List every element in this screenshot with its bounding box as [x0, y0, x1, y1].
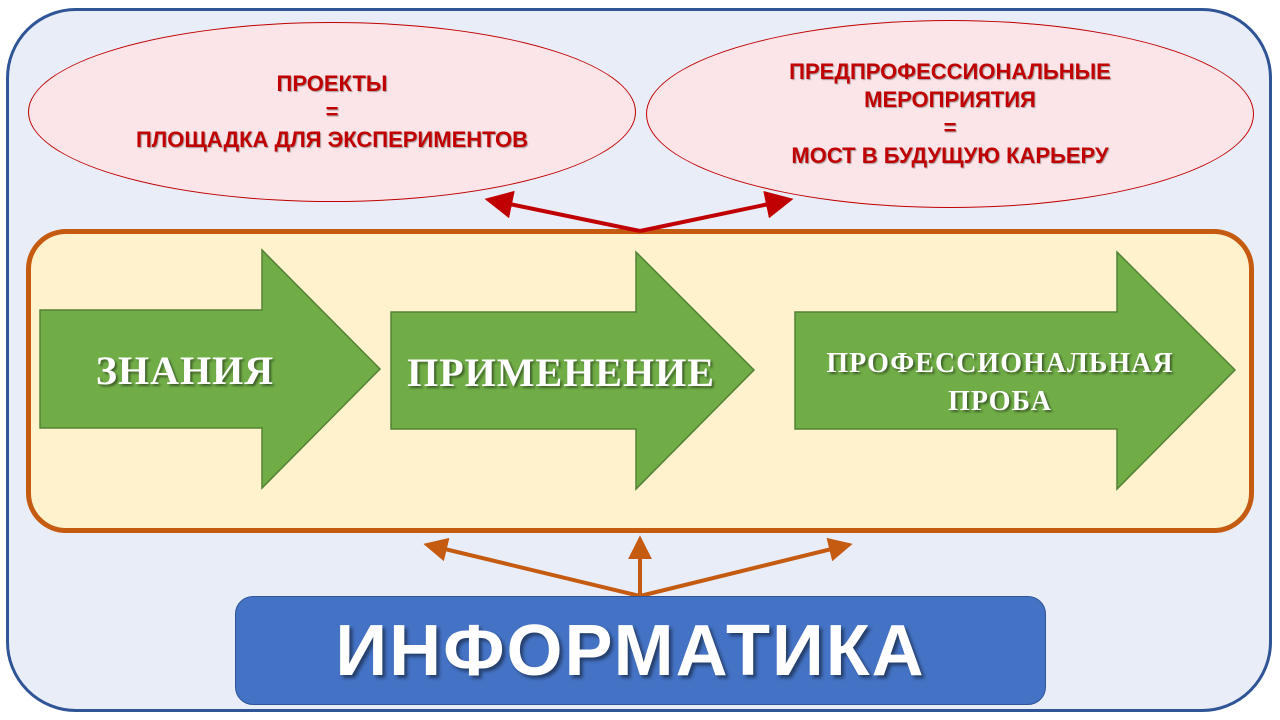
- connector-to-events: [639, 190, 794, 233]
- stage-arrow-professional-test: [794, 250, 1237, 491]
- connector-left: [423, 537, 641, 598]
- top-connector: [484, 190, 794, 233]
- stage-arrow-knowledge: [39, 248, 382, 490]
- stage-label-knowledge: ЗНАНИЯ: [40, 340, 330, 400]
- events-description: МОСТ В БУДУЩУЮ КАРЬЕРУ: [791, 143, 1109, 168]
- projects-equals: =: [325, 99, 339, 124]
- events-equals: =: [943, 115, 957, 140]
- stage-professional-test-line1: ПРОФЕССИОНАЛЬНАЯ: [826, 348, 1174, 379]
- bottom-connector: [423, 535, 853, 598]
- informatics-label: ИНФОРМАТИКА: [335, 610, 926, 691]
- stage-label-application: ПРИМЕНЕНИЕ: [391, 342, 731, 402]
- stage-knowledge-text: ЗНАНИЯ: [95, 347, 275, 393]
- stage-arrow-application: [390, 250, 756, 491]
- projects-ellipse: ПРОЕКТЫ = ПЛОЩАДКА ДЛЯ ЭКСПЕРИМЕНТОВ: [28, 22, 636, 202]
- events-ellipse: ПРЕДПРОФЕССИОНАЛЬНЫЕ МЕРОПРИЯТИЯ = МОСТ …: [646, 20, 1254, 208]
- events-title-line1: ПРЕДПРОФЕССИОНАЛЬНЫЕ: [789, 59, 1111, 84]
- stage-label-professional-test: ПРОФЕССИОНАЛЬНАЯ ПРОБА: [795, 338, 1205, 428]
- connector-right: [639, 537, 853, 598]
- stage-professional-test-line2: ПРОБА: [948, 386, 1052, 417]
- informatics-box: ИНФОРМАТИКА: [235, 596, 1046, 705]
- projects-description: ПЛОЩАДКА ДЛЯ ЭКСПЕРИМЕНТОВ: [135, 127, 529, 152]
- connector-to-projects: [484, 190, 641, 233]
- stage-application-text: ПРИМЕНЕНИЕ: [407, 349, 715, 395]
- projects-title: ПРОЕКТЫ: [276, 71, 388, 96]
- events-title-line2: МЕРОПРИЯТИЯ: [864, 87, 1036, 112]
